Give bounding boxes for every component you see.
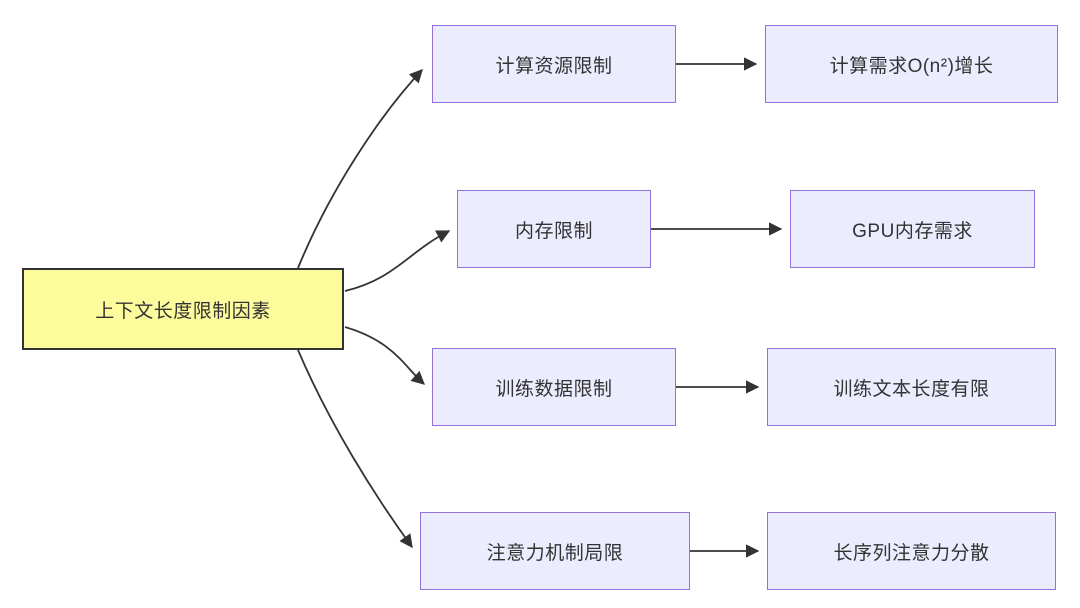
node-effect-gpu-memory-demand: GPU内存需求 [790, 190, 1035, 268]
node-cause-compute-resource-limit: 计算资源限制 [432, 25, 676, 103]
node-effect-compute-demand-growth: 计算需求O(n²)增长 [765, 25, 1058, 103]
edge-root-cause-2 [344, 230, 451, 292]
node-root-context-length-limit-factors: 上下文长度限制因素 [22, 268, 344, 350]
node-cause-training-data-limit: 训练数据限制 [432, 348, 676, 426]
node-cause-attention-mechanism-limit: 注意力机制局限 [420, 512, 690, 590]
node-effect-long-sequence-attention-dispersion: 长序列注意力分散 [767, 512, 1056, 590]
node-cause-memory-limit: 内存限制 [457, 190, 651, 268]
edge-root-cause-4 [297, 349, 413, 549]
node-effect-training-text-length-limited: 训练文本长度有限 [767, 348, 1056, 426]
edge-root-cause-3 [344, 326, 426, 385]
edge-root-cause-1 [297, 69, 423, 269]
